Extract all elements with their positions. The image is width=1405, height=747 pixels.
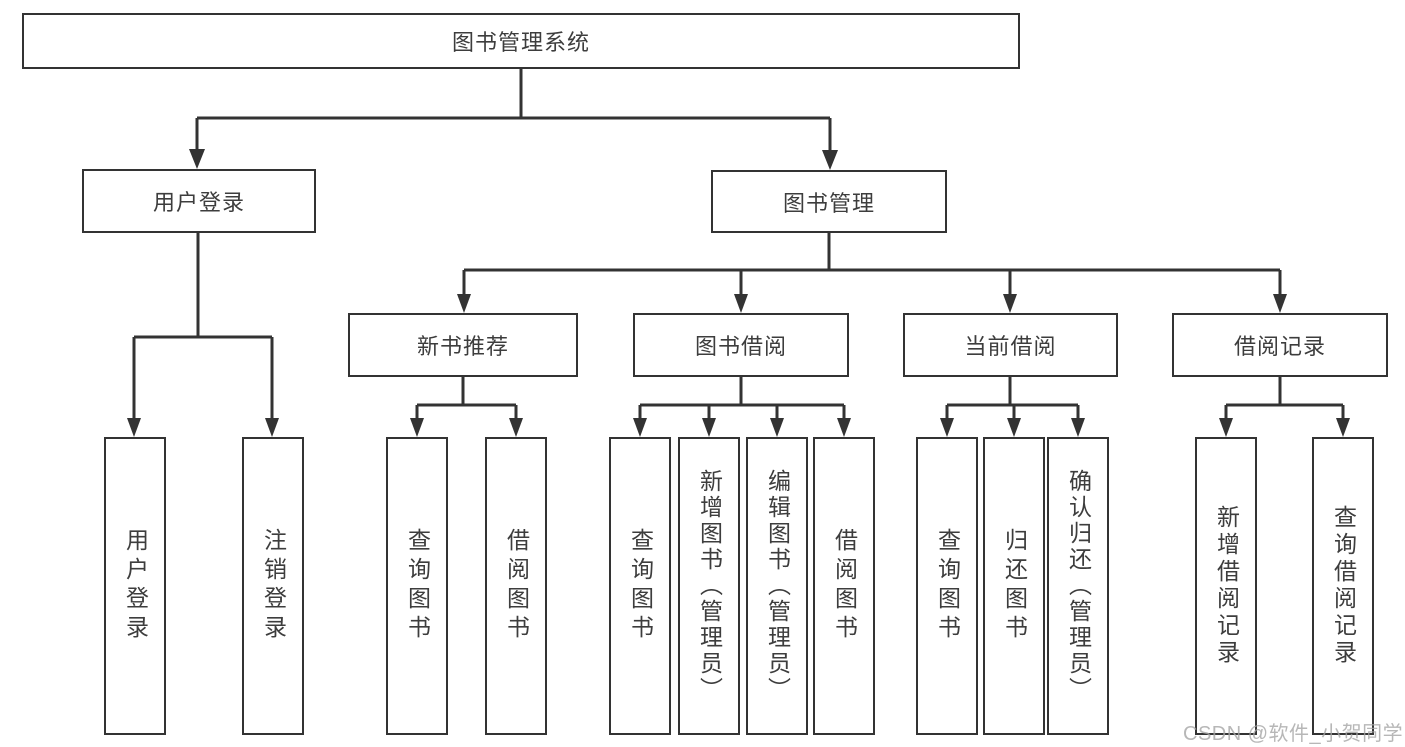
node-book-borrow: 图书借阅	[633, 313, 849, 377]
node-book-management: 图书管理	[711, 170, 947, 233]
node-root: 图书管理系统	[22, 13, 1020, 69]
node-leaf-borrow-books-1: 借阅图书	[485, 437, 547, 735]
node-leaf-user-login: 用户登录	[104, 437, 166, 735]
node-borrow-records: 借阅记录	[1172, 313, 1388, 377]
node-leaf-add-books-admin: 新增图书（管理员）	[678, 437, 740, 735]
node-leaf-query-borrow-record: 查询借阅记录	[1312, 437, 1374, 735]
node-leaf-confirm-return-admin: 确认归还（管理员）	[1047, 437, 1109, 735]
node-leaf-edit-books-admin: 编辑图书（管理员）	[746, 437, 808, 735]
node-leaf-add-borrow-record: 新增借阅记录	[1195, 437, 1257, 735]
node-user-login: 用户登录	[82, 169, 316, 233]
node-leaf-borrow-books-2: 借阅图书	[813, 437, 875, 735]
node-leaf-query-books-2: 查询图书	[609, 437, 671, 735]
node-current-borrow: 当前借阅	[903, 313, 1118, 377]
node-leaf-logout: 注销登录	[242, 437, 304, 735]
csdn-watermark: CSDN @软件_小贺同学	[1183, 723, 1404, 745]
node-leaf-return-books: 归还图书	[983, 437, 1045, 735]
node-new-book-recommend: 新书推荐	[348, 313, 578, 377]
node-leaf-query-books-3: 查询图书	[916, 437, 978, 735]
node-leaf-query-books-1: 查询图书	[386, 437, 448, 735]
